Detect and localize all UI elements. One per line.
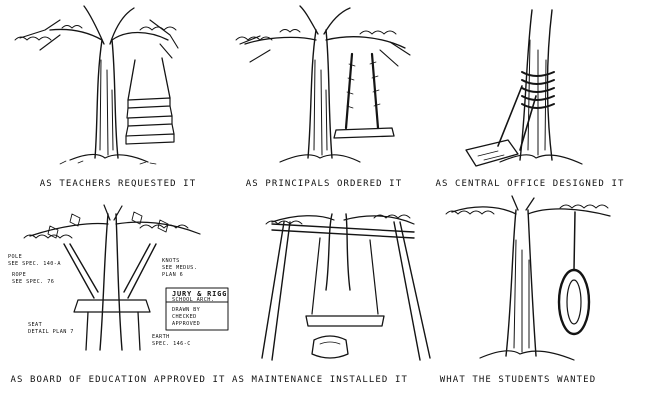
note-seat-detail: DETAIL PLAN 7 (28, 329, 74, 335)
caption-maintenance: AS MAINTENANCE INSTALLED IT (232, 375, 408, 385)
caption-principals: AS PRINCIPALS ORDERED IT (246, 179, 402, 189)
architect-title-block: JURY & RIGG SCHOOL ARCH. DRAWN BY CHECKE… (165, 287, 229, 331)
title-block-firm: JURY & RIGG (172, 290, 227, 298)
note-seat-title: SEAT (28, 322, 42, 328)
support-poles (63, 243, 157, 351)
note-earth-title: EARTH (152, 334, 170, 340)
panel-students: WHAT THE STUDENTS WANTED (440, 195, 611, 385)
title-block-checked: CHECKED (172, 314, 197, 320)
note-knots-title: KNOTS (162, 258, 180, 264)
note-pole-title: POLE (8, 254, 22, 260)
panel-central-office: AS CENTRAL OFFICE DESIGNED IT (435, 9, 624, 189)
title-block-subtitle: SCHOOL ARCH. (172, 297, 214, 303)
caption-board-of-education: AS BOARD OF EDUCATION APPROVED IT (10, 375, 225, 385)
note-knots-line3: PLAN 6 (162, 272, 183, 278)
note-rope-spec: SEE SPEC. 76 (12, 279, 54, 285)
title-block-approved: APPROVED (172, 321, 200, 327)
panel-principals: AS PRINCIPALS ORDERED IT (235, 5, 411, 189)
tree-panel-2 (235, 5, 411, 163)
caption-teachers: AS TEACHERS REQUESTED IT (40, 179, 196, 189)
note-rope-title: ROPE (12, 272, 26, 278)
a-frame-swing-set (261, 221, 431, 361)
tree-panel-5 (265, 213, 415, 291)
title-block-drawn: DRAWN BY (172, 307, 201, 313)
board-swing (333, 52, 395, 139)
note-earth-spec: SPEC. 146-C (152, 341, 191, 347)
note-pole-spec: SEE SPEC. 140-A (8, 261, 61, 267)
ladder-swing (125, 57, 175, 145)
tree-panel-6 (445, 195, 611, 361)
tire (557, 268, 591, 336)
tree-panel-4 (23, 204, 201, 351)
wrapped-rope-seat (465, 71, 555, 167)
tire-swing (557, 211, 591, 336)
tree-stump (311, 335, 349, 359)
panel-maintenance: AS MAINTENANCE INSTALLED IT (232, 213, 431, 385)
caption-central-office: AS CENTRAL OFFICE DESIGNED IT (435, 179, 624, 189)
tree-panel-1 (14, 5, 179, 165)
caption-students: WHAT THE STUDENTS WANTED (440, 375, 596, 385)
panel-board-of-education: POLE SEE SPEC. 140-A ROPE SEE SPEC. 76 K… (8, 204, 229, 385)
panel-teachers: AS TEACHERS REQUESTED IT (14, 5, 196, 189)
tree-panel-3 (499, 9, 583, 165)
note-knots-line2: SEE MEDUS. (162, 265, 197, 271)
